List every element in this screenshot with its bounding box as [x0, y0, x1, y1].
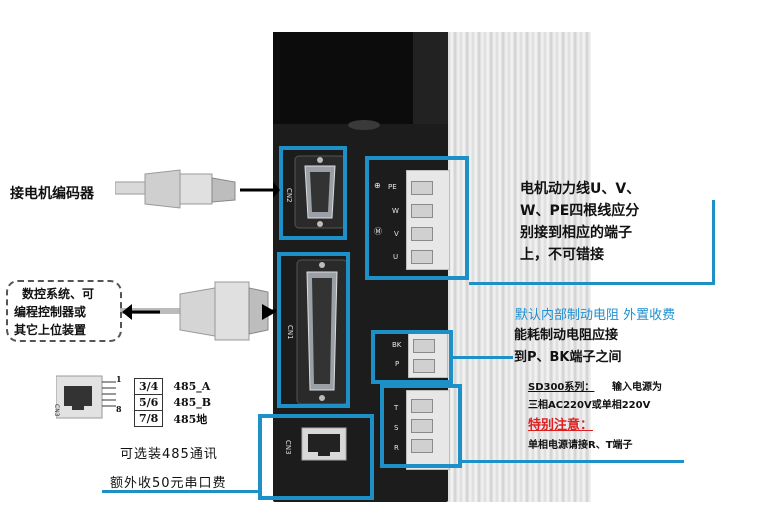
drive-knob: [348, 120, 380, 130]
pin-label-pe: PE: [388, 183, 397, 191]
controller-callout-line-3: 其它上位装置: [14, 323, 87, 337]
signal-cell: 485_B: [173, 396, 212, 409]
motor-callout-line-4: 上，不可错接: [520, 247, 604, 263]
controller-callout-line-2: 编程控制器或: [14, 305, 87, 319]
brake-callout-line-1: 能耗制动电阻应接: [514, 328, 619, 343]
pin-label-p: P: [395, 360, 400, 368]
controller-arrow-icon: [122, 304, 160, 320]
cn3-rj45-port-icon: [301, 427, 347, 461]
table-row: 3/4 485_A: [133, 378, 216, 395]
motor-callout-line-2: W、PE四根线应分: [520, 203, 640, 219]
motor-leader-line-vertical: [712, 200, 715, 285]
rj45-pinout-icon: [56, 375, 116, 419]
encoder-cable-illustration: [115, 169, 280, 209]
motor-symbol: Ⓜ: [374, 227, 382, 236]
cn1-highlight-box: [277, 252, 350, 408]
signal-cell: 485_A: [173, 380, 211, 393]
signal-cell: 485地: [173, 412, 208, 426]
pin-label-w: W: [392, 207, 399, 215]
motor-leader-line: [469, 282, 714, 285]
rs485-pin-table: 3/4 485_A 5/6 485_B 7/8 485地: [133, 378, 216, 427]
pin-label-bk: BK: [392, 341, 402, 349]
cn2-highlight-box: [279, 146, 347, 240]
pin-number-8: 8: [116, 404, 122, 414]
warning-heading: 特别注意：: [528, 418, 594, 433]
brake-note-blue: 默认内部制动电阻 外置收费: [515, 308, 676, 323]
pin-label-t: T: [394, 404, 399, 412]
rs485-leader-line: [102, 490, 258, 493]
cn1-port-icon: [296, 259, 348, 405]
motor-callout-line-3: 别接到相应的端子: [520, 225, 632, 241]
table-row: 5/6 485_B: [133, 394, 216, 411]
power-series-label: SD300系列：: [528, 382, 595, 393]
pin-cell: 3/4: [133, 378, 164, 395]
warning-text: 单相电源请接R、T端子: [528, 440, 633, 451]
brake-terminal-block: [408, 332, 448, 378]
pe-symbol: ⊕: [374, 181, 381, 190]
brake-leader-line: [453, 356, 513, 359]
brake-callout-line-2: 到P、BK端子之间: [514, 350, 622, 365]
power-terminal-block: [406, 390, 450, 470]
power-terminal-highlight-box: [380, 384, 462, 468]
pin-label-v: V: [394, 230, 399, 238]
pin-label-s: S: [394, 424, 399, 432]
controller-cable-illustration: [120, 281, 276, 341]
controller-callout-line-1: 数控系统、可: [22, 287, 95, 301]
controller-arrow-right-icon: [262, 304, 276, 320]
motor-callout-line-1: 电机动力线U、V、: [520, 181, 641, 197]
motor-terminal-block: [406, 170, 450, 270]
pin-label-u: U: [393, 253, 399, 261]
pin-cell: 7/8: [133, 410, 164, 427]
drive-top-corner: [413, 32, 448, 124]
power-leader-line: [462, 460, 684, 463]
controller-callout-box: [6, 280, 122, 342]
cn2-port-icon: [294, 155, 346, 229]
heatsink: [446, 32, 591, 502]
pin-number-1: 1: [116, 374, 122, 384]
rs485-fee-text: 额外收50元串口费: [110, 476, 227, 491]
table-row: 7/8 485地: [133, 410, 216, 427]
pin-cell: 5/6: [133, 394, 164, 411]
rs485-optional-text: 可选装485通讯: [120, 447, 218, 462]
pin-label-r: R: [394, 444, 399, 452]
cn3-highlight-box: [258, 414, 374, 500]
power-callout-line-1: 输入电源为: [612, 382, 662, 393]
brake-terminal-highlight-box: [371, 330, 453, 384]
motor-terminal-highlight-box: [365, 156, 469, 280]
cn3-small-label: CN3: [53, 404, 60, 417]
power-callout-line-2: 三相AC220V或单相220V: [528, 400, 651, 411]
encoder-callout: 接电机编码器: [10, 186, 94, 202]
